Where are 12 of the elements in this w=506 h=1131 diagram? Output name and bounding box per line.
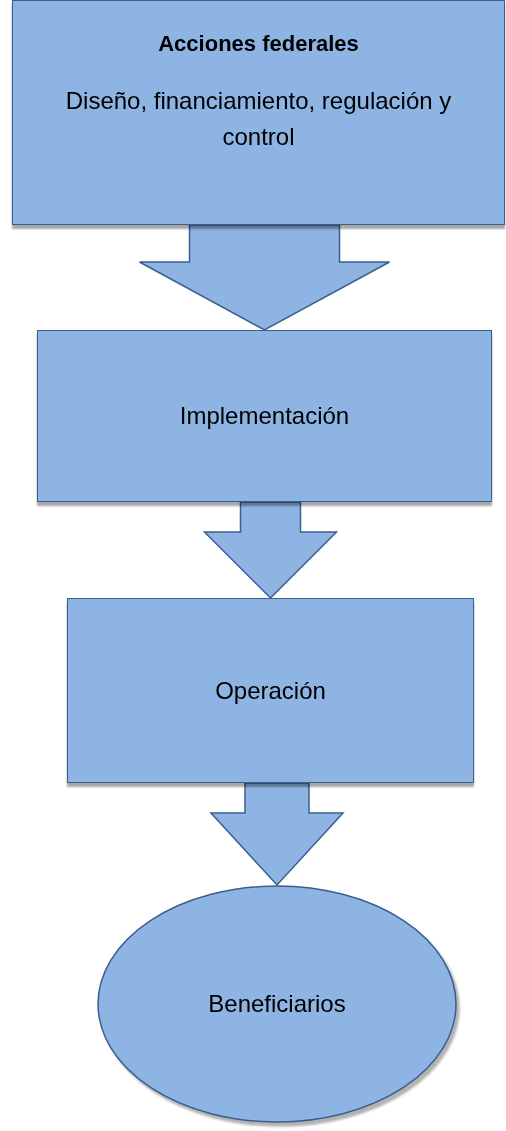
box-text: Implementación xyxy=(179,401,350,431)
box-heading: Acciones federales xyxy=(158,31,359,57)
terminal-ellipse xyxy=(97,885,457,1123)
block-arrow xyxy=(138,224,391,331)
block-arrow xyxy=(209,782,345,887)
process-box xyxy=(67,598,474,783)
block-arrow xyxy=(202,501,339,600)
box-text: Operación xyxy=(215,675,326,706)
process-box xyxy=(37,330,492,502)
box-text: Beneficiarios xyxy=(208,989,346,1019)
box-text: Diseño, financiamiento, regulación y control xyxy=(64,86,453,152)
process-box xyxy=(12,0,505,225)
